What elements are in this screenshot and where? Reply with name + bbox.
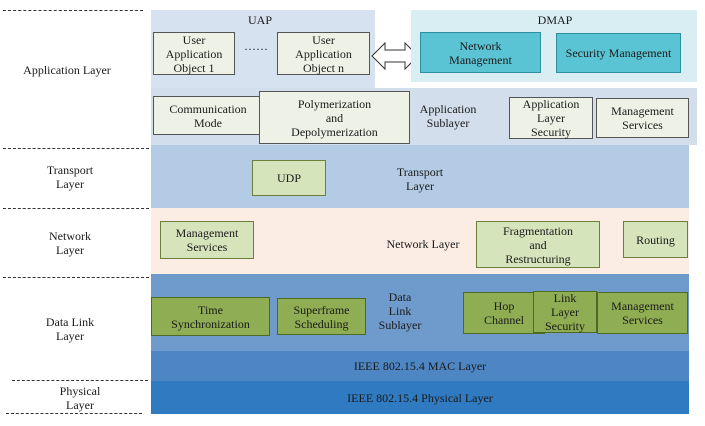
label-transport-layer: Transport Layer xyxy=(46,163,94,191)
separator-bottom xyxy=(6,413,142,414)
link-layer-security-box: Link Layer Security xyxy=(533,291,597,333)
fragmentation-box: Fragmentation and Restructuring xyxy=(476,221,600,268)
dmap-title: DMAP xyxy=(537,13,573,27)
label-network-layer: Network Layer xyxy=(49,229,91,257)
time-synchronization-box: Time Synchronization xyxy=(151,297,270,336)
application-management-services-box: Management Services xyxy=(596,98,689,138)
superframe-scheduling-box: Superframe Scheduling xyxy=(277,298,366,335)
application-layer-security-box: Application Layer Security xyxy=(509,97,593,139)
uap-ellipsis: …… xyxy=(244,39,268,53)
separator-transport-network xyxy=(3,208,149,209)
application-sublayer-label: Application Sublayer xyxy=(419,102,477,130)
network-management-box: Network Management xyxy=(420,32,541,73)
mac-layer-band: IEEE 802.15.4 MAC Layer xyxy=(151,351,689,381)
physical-layer-band: IEEE 802.15.4 Physical Layer xyxy=(151,381,689,414)
user-application-object-1: User Application Object 1 xyxy=(153,32,235,75)
label-datalink-layer: Data Link Layer xyxy=(45,315,95,343)
separator-top xyxy=(3,10,143,11)
separator-network-datalink xyxy=(3,277,149,278)
transport-band xyxy=(151,145,689,208)
user-application-object-n: User Application Object n xyxy=(277,32,370,75)
network-layer-label: Network Layer xyxy=(386,237,460,251)
datalink-management-services-box: Management Services xyxy=(597,292,688,334)
polymerization-box: Polymerization and Depolymerization xyxy=(259,91,410,144)
transport-layer-label: Transport Layer xyxy=(396,165,444,193)
routing-box: Routing xyxy=(623,221,688,258)
label-application-layer: Application Layer xyxy=(23,63,111,77)
datalink-sublayer-label: Data Link Sublayer xyxy=(378,290,422,332)
label-physical-layer: Physical Layer xyxy=(59,384,101,412)
uap-title: UAP xyxy=(247,13,272,27)
separator-app-transport xyxy=(3,148,149,149)
network-management-services-box: Management Services xyxy=(160,221,254,259)
udp-box: UDP xyxy=(252,160,326,196)
security-management-box: Security Management xyxy=(556,33,681,73)
separator-datalink-physical xyxy=(12,380,148,381)
communication-mode-box: Communication Mode xyxy=(153,96,263,135)
